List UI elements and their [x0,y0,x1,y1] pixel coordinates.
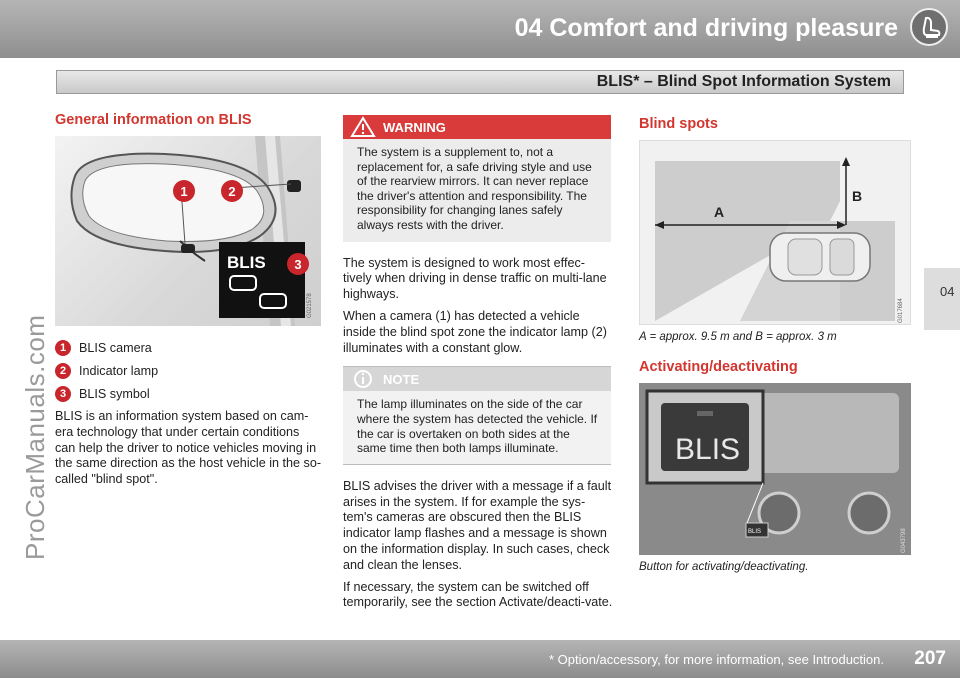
photo-code: G043798 [901,528,907,553]
warning-box: WARNING The system is a supplement to, n… [343,115,611,242]
middle-column: WARNING The system is a supplement to, n… [343,115,613,617]
general-info-heading: General information on BLIS [55,112,252,128]
legend-item: 2 Indicator lamp [55,363,323,379]
legend-number: 2 [55,363,71,379]
callout-3: 3 [287,253,309,275]
note-text: The lamp illuminates on the side of the … [357,397,598,456]
activating-heading: Activating/deactivating [639,359,798,375]
image-code: G021578 [307,293,313,318]
blis-button-big-text: BLIS [675,433,740,466]
blind-spots-caption: A = approx. 9.5 m and B = approx. 3 m [639,331,837,343]
legend-label: Indicator lamp [79,364,159,378]
legend-label: BLIS camera [79,341,152,355]
legend-label: BLIS symbol [79,387,150,401]
callout-2: 2 [221,180,243,202]
warning-text: The system is a supplement to, not a rep… [357,145,592,232]
option-footnote: * Option/accessory, for more information… [548,652,884,667]
diagram-code: G017684 [898,298,904,323]
legend-item: 1 BLIS camera [55,340,323,356]
console-photo: BLIS BLIS G043798 [639,383,911,555]
blind-spot-diagram: A B G017684 [639,140,911,325]
info-icon [354,370,372,389]
legend-number: 3 [55,386,71,402]
chapter-header-bar: 04 Comfort and driving pleasure [0,0,960,58]
dimension-label-b: B [852,188,862,204]
blis-button-small-text: BLIS [748,529,761,535]
section-title: BLIS* – Blind Spot Information System [596,73,891,90]
callout-1: 1 [173,180,195,202]
blis-symbol-text: BLIS [227,253,266,272]
chapter-side-tab[interactable] [924,268,960,330]
warning-title: WARNING [383,119,446,135]
footer-bar: * Option/accessory, for more information… [0,640,960,678]
right-column: Blind spots A B G017684 A = approx. 9.5 … [639,116,913,589]
legend-number: 1 [55,340,71,356]
paragraph-detection: When a camera (1) has detected a vehicle… [343,308,607,355]
left-column: General information on BLIS BLIS G021578… [55,112,323,494]
seat-icon [910,8,948,46]
chapter-side-tab-label: 04 [940,284,955,299]
dimension-label-a: A [714,204,724,220]
blis-description: BLIS is an information system based on c… [55,409,322,487]
warning-triangle-icon [350,116,376,137]
paragraph-switch-off: If necessary, the system can be switched… [343,579,613,610]
paragraph-effectiveness: The system is designed to work most effe… [343,255,607,302]
chapter-title: 04 Comfort and driving pleasure [514,14,898,42]
paragraph-fault: BLIS advises the driver with a message i… [343,478,612,572]
page-number: 207 [914,648,946,669]
warning-header: WARNING [343,115,611,139]
watermark: ProCarManuals.com [20,314,50,560]
blind-spots-heading: Blind spots [639,116,718,132]
note-box: NOTE The lamp illuminates on the side of… [343,366,611,465]
note-title: NOTE [383,371,420,387]
legend-item: 3 BLIS symbol [55,386,323,402]
activating-caption: Button for activating/deactivating. [639,561,809,573]
section-header-bar: BLIS* – Blind Spot Information System [56,70,904,94]
mirror-illustration: BLIS G021578 1 2 3 [55,136,321,326]
note-header: NOTE [343,367,611,392]
